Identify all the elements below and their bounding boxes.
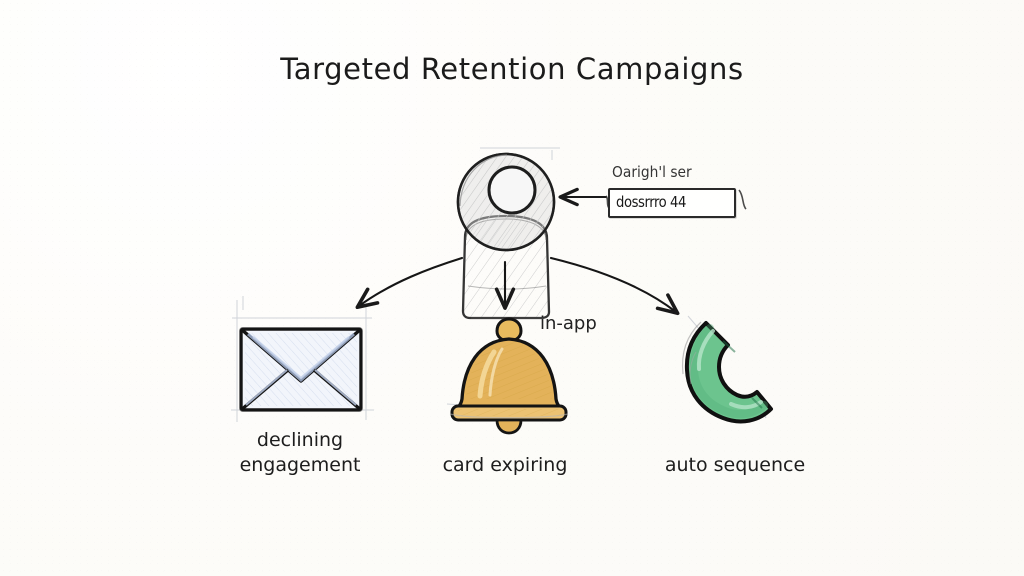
annotation-heading-text: Oarigh'l ser [612,163,692,181]
annotation-box-text: dossrrro 44 [616,193,686,211]
annotation-callout: Oarigh'l ser dossrrro 44 [608,163,738,225]
bell-icon [449,317,569,435]
caption-email: declining engagement [239,429,361,476]
caption-phone: auto sequence [664,454,806,476]
phone-handset-icon [681,321,773,424]
arrow-to-email [355,256,464,310]
caption-in-app: card expiring [442,454,568,476]
envelope-icon [239,327,363,412]
channel-label-in-app: in-app [540,313,597,334]
arrow-to-phone [549,256,680,316]
branch-arrows [355,256,680,316]
annotation-box: dossrrro 44 [608,188,736,218]
page-title: Targeted Retention Campaigns [280,52,744,86]
